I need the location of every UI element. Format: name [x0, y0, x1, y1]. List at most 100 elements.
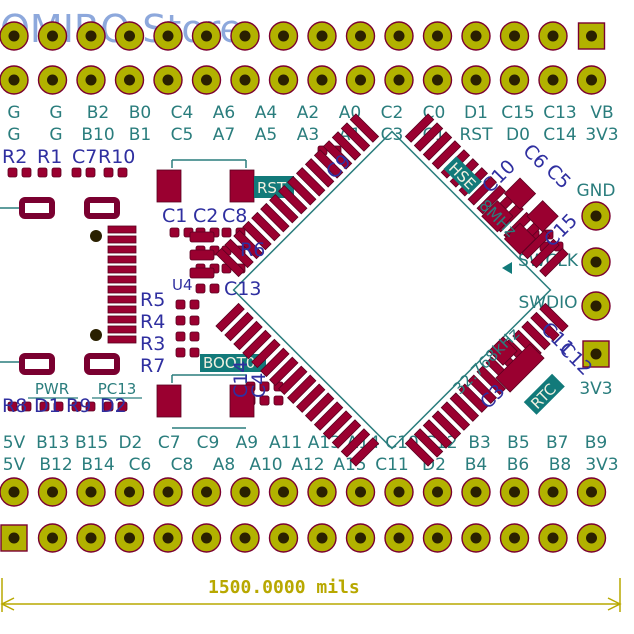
ref-r4: R4	[140, 311, 165, 333]
pin-label: A12	[291, 455, 324, 475]
usb-pin	[107, 325, 137, 334]
header-pads-top-row2	[0, 65, 607, 95]
pin-label: B15	[75, 433, 108, 453]
drill-hole	[393, 486, 405, 498]
pin1-marker	[502, 262, 512, 274]
smd-pad	[175, 331, 186, 342]
qfp-pin	[215, 247, 245, 278]
qfp-pin	[278, 365, 308, 395]
usb-pin	[107, 225, 137, 234]
drill-hole	[201, 486, 212, 498]
qfp-pin	[440, 401, 471, 431]
pin-label: C5	[171, 125, 194, 145]
pin-label: A2	[297, 103, 319, 123]
ref-d2: D2	[100, 395, 127, 417]
smd-pad	[71, 167, 82, 178]
pin-label: A7	[213, 125, 235, 145]
pwr-led-label: PWR	[35, 380, 69, 398]
qfp-pin	[251, 338, 281, 369]
pin-label: C11	[375, 455, 409, 475]
pin-label: A13	[308, 433, 341, 453]
pin-label: C7	[158, 433, 181, 453]
qfp-pin	[269, 193, 299, 224]
pin-label: B5	[507, 433, 529, 453]
drill-hole	[590, 300, 602, 312]
qfp-pin	[233, 320, 263, 351]
qfp-pin	[215, 302, 245, 333]
ref-r6: R6	[240, 239, 265, 261]
smd-pad	[259, 395, 270, 406]
usb-pin	[107, 275, 137, 284]
ref-r7: R7	[140, 355, 165, 377]
smd-pad	[221, 227, 232, 238]
smd-pad	[189, 299, 200, 310]
smd-pad	[189, 315, 200, 326]
usb-pin	[107, 255, 137, 264]
ref-c4: C4	[248, 373, 270, 398]
ref-c13: C13	[224, 278, 261, 300]
ref-c2: C2	[193, 205, 218, 227]
drill-hole	[316, 532, 328, 544]
usb-pin	[107, 335, 137, 344]
pin-label: 3V3	[585, 125, 618, 145]
drill-hole	[586, 74, 597, 86]
drill-hole	[316, 74, 328, 86]
qfp-pin	[467, 374, 497, 404]
qfp-pin	[539, 302, 569, 333]
pin-label: A3	[297, 125, 319, 145]
qfp-pin	[422, 131, 453, 161]
smd-pad	[169, 227, 180, 238]
pin-label: C14	[543, 125, 577, 145]
pin-label: B14	[81, 455, 114, 475]
drill-hole	[8, 532, 20, 544]
usb-pin	[107, 285, 137, 294]
drill-hole	[47, 532, 58, 544]
drill-hole	[590, 256, 602, 268]
smd-pad	[103, 401, 114, 412]
pin-label: G	[7, 103, 20, 123]
pin-label: D0	[506, 125, 530, 145]
pc13-led-label: PC13	[98, 380, 137, 398]
drill-hole	[509, 486, 520, 498]
drill-hole	[547, 486, 559, 498]
qfp-pin	[340, 428, 371, 458]
qfp-pin	[313, 401, 344, 431]
drill-hole	[509, 532, 520, 544]
pin-label: C9	[197, 433, 220, 453]
pin-label: A5	[255, 125, 277, 145]
drill-hole	[393, 532, 405, 544]
qfp-pin	[287, 176, 317, 206]
pin-label: C13	[543, 103, 577, 123]
drill-hole	[239, 74, 251, 86]
drill-hole	[162, 30, 174, 42]
smd-pad	[21, 167, 32, 178]
ref-c5: C5	[541, 160, 574, 193]
smd-pad	[273, 395, 284, 406]
ref-c7: C7	[72, 146, 97, 168]
pin-label: B10	[81, 125, 114, 145]
qfp-pin	[530, 238, 560, 269]
drill-hole	[393, 74, 405, 86]
ref-d1: D1	[34, 395, 61, 417]
drill-hole	[278, 532, 289, 544]
drill-hole	[201, 74, 212, 86]
ref-c6: C6	[518, 140, 551, 173]
drill-hole	[586, 30, 597, 42]
smd-pad	[37, 167, 48, 178]
smd-pad	[189, 231, 215, 243]
qfp-pin	[304, 392, 335, 422]
drill-hole	[470, 532, 482, 544]
usb-pin	[107, 245, 137, 254]
usb-connector	[0, 197, 137, 375]
drill-hole	[47, 30, 58, 42]
qfp-pin	[431, 140, 462, 170]
drill-hole	[85, 30, 97, 42]
pin-label: A4	[255, 103, 277, 123]
qfp-pin	[260, 202, 290, 233]
qfp-pin	[251, 211, 281, 242]
drill-hole	[278, 486, 289, 498]
ref-r8: R8	[2, 395, 27, 417]
smd-pad	[7, 167, 18, 178]
drill-hole	[509, 30, 520, 42]
qfp-pin	[539, 247, 569, 278]
